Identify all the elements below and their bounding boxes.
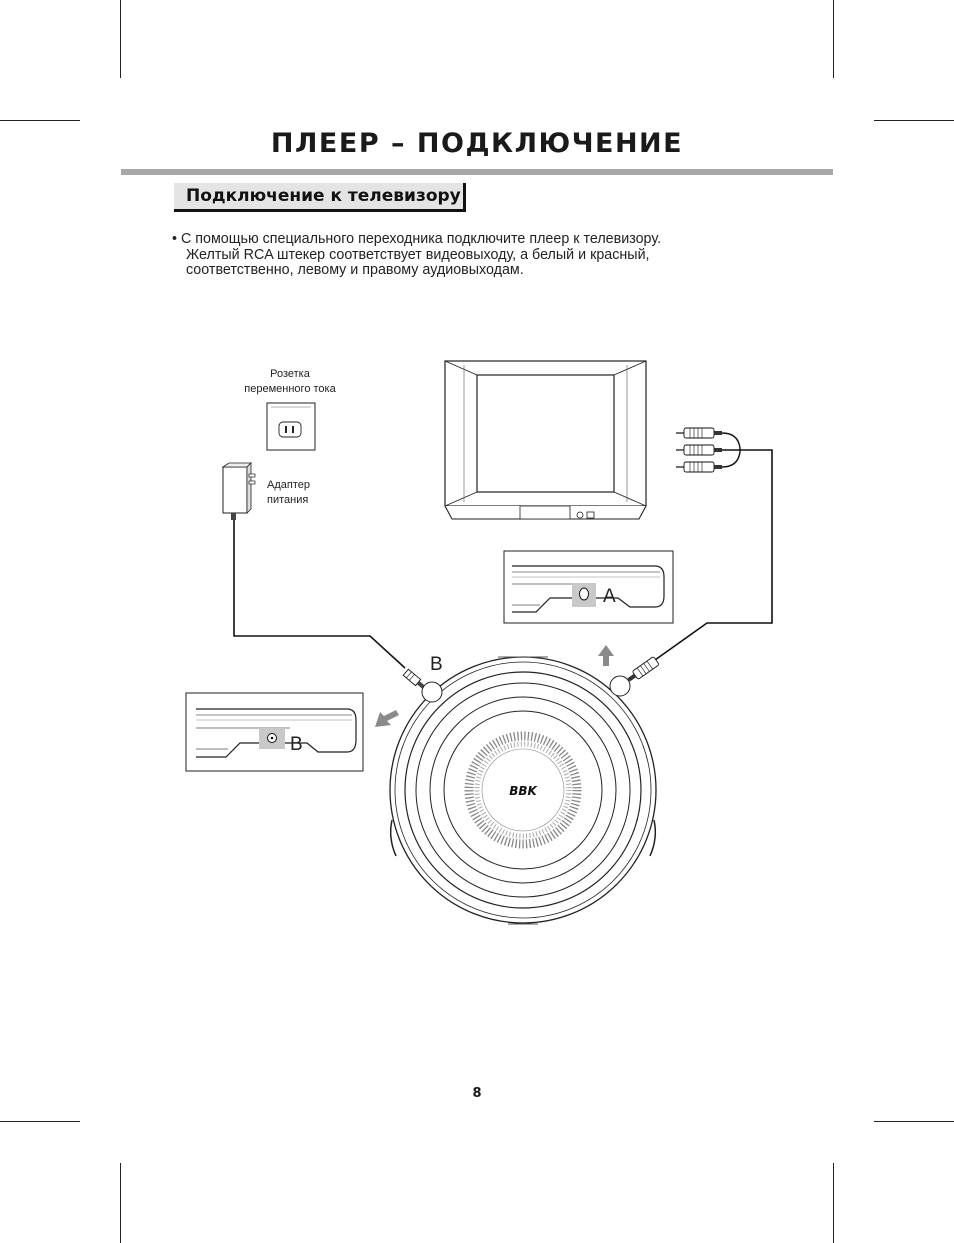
crop-mark	[833, 1163, 834, 1243]
rca-plugs	[676, 427, 741, 473]
page-number: 8	[472, 1086, 482, 1101]
title-divider	[121, 169, 833, 175]
ac-outlet: Розетка переменного тока	[244, 368, 337, 451]
television	[444, 360, 647, 520]
adapter-label: питания	[267, 494, 308, 506]
instruction-line: • С помощью специального переходника под…	[172, 231, 662, 247]
section-heading: Подключение к телевизору	[186, 186, 461, 206]
crop-mark	[120, 0, 121, 78]
crop-mark	[120, 1163, 121, 1243]
crop-mark	[833, 0, 834, 78]
brand-logo: BBK	[509, 784, 538, 798]
port-a-label: A	[603, 586, 616, 607]
crop-mark	[0, 1121, 80, 1122]
crop-mark	[0, 120, 80, 121]
crop-mark	[874, 120, 954, 121]
crop-mark	[874, 1121, 954, 1122]
outlet-label: переменного тока	[244, 383, 336, 395]
av-cable	[654, 449, 773, 661]
port-b-inset-label: B	[290, 734, 303, 755]
inset-b-side-view: B	[185, 692, 364, 772]
adapter-label: Адаптер	[267, 479, 310, 491]
page-title: ПЛЕЕР – ПОДКЛЮЧЕНИЕ	[270, 128, 684, 159]
instruction-line: Желтый RCA штекер соответствует видеовых…	[186, 246, 650, 263]
section-heading-box: Подключение к телевизору	[174, 183, 466, 212]
av-plug	[627, 656, 659, 682]
instructions-paragraph: • С помощью специального переходника под…	[172, 231, 772, 279]
arrow-icon	[375, 645, 614, 727]
instruction-line: соответственно, левому и правому аудиовы…	[186, 262, 524, 278]
power-cable	[233, 520, 406, 669]
outlet-label: Розетка	[270, 368, 311, 380]
inset-a-side-view: A	[503, 550, 674, 624]
power-adapter: Адаптер питания	[221, 462, 310, 520]
port-b-label: B	[430, 654, 443, 675]
portable-player: BBK B	[389, 654, 657, 925]
